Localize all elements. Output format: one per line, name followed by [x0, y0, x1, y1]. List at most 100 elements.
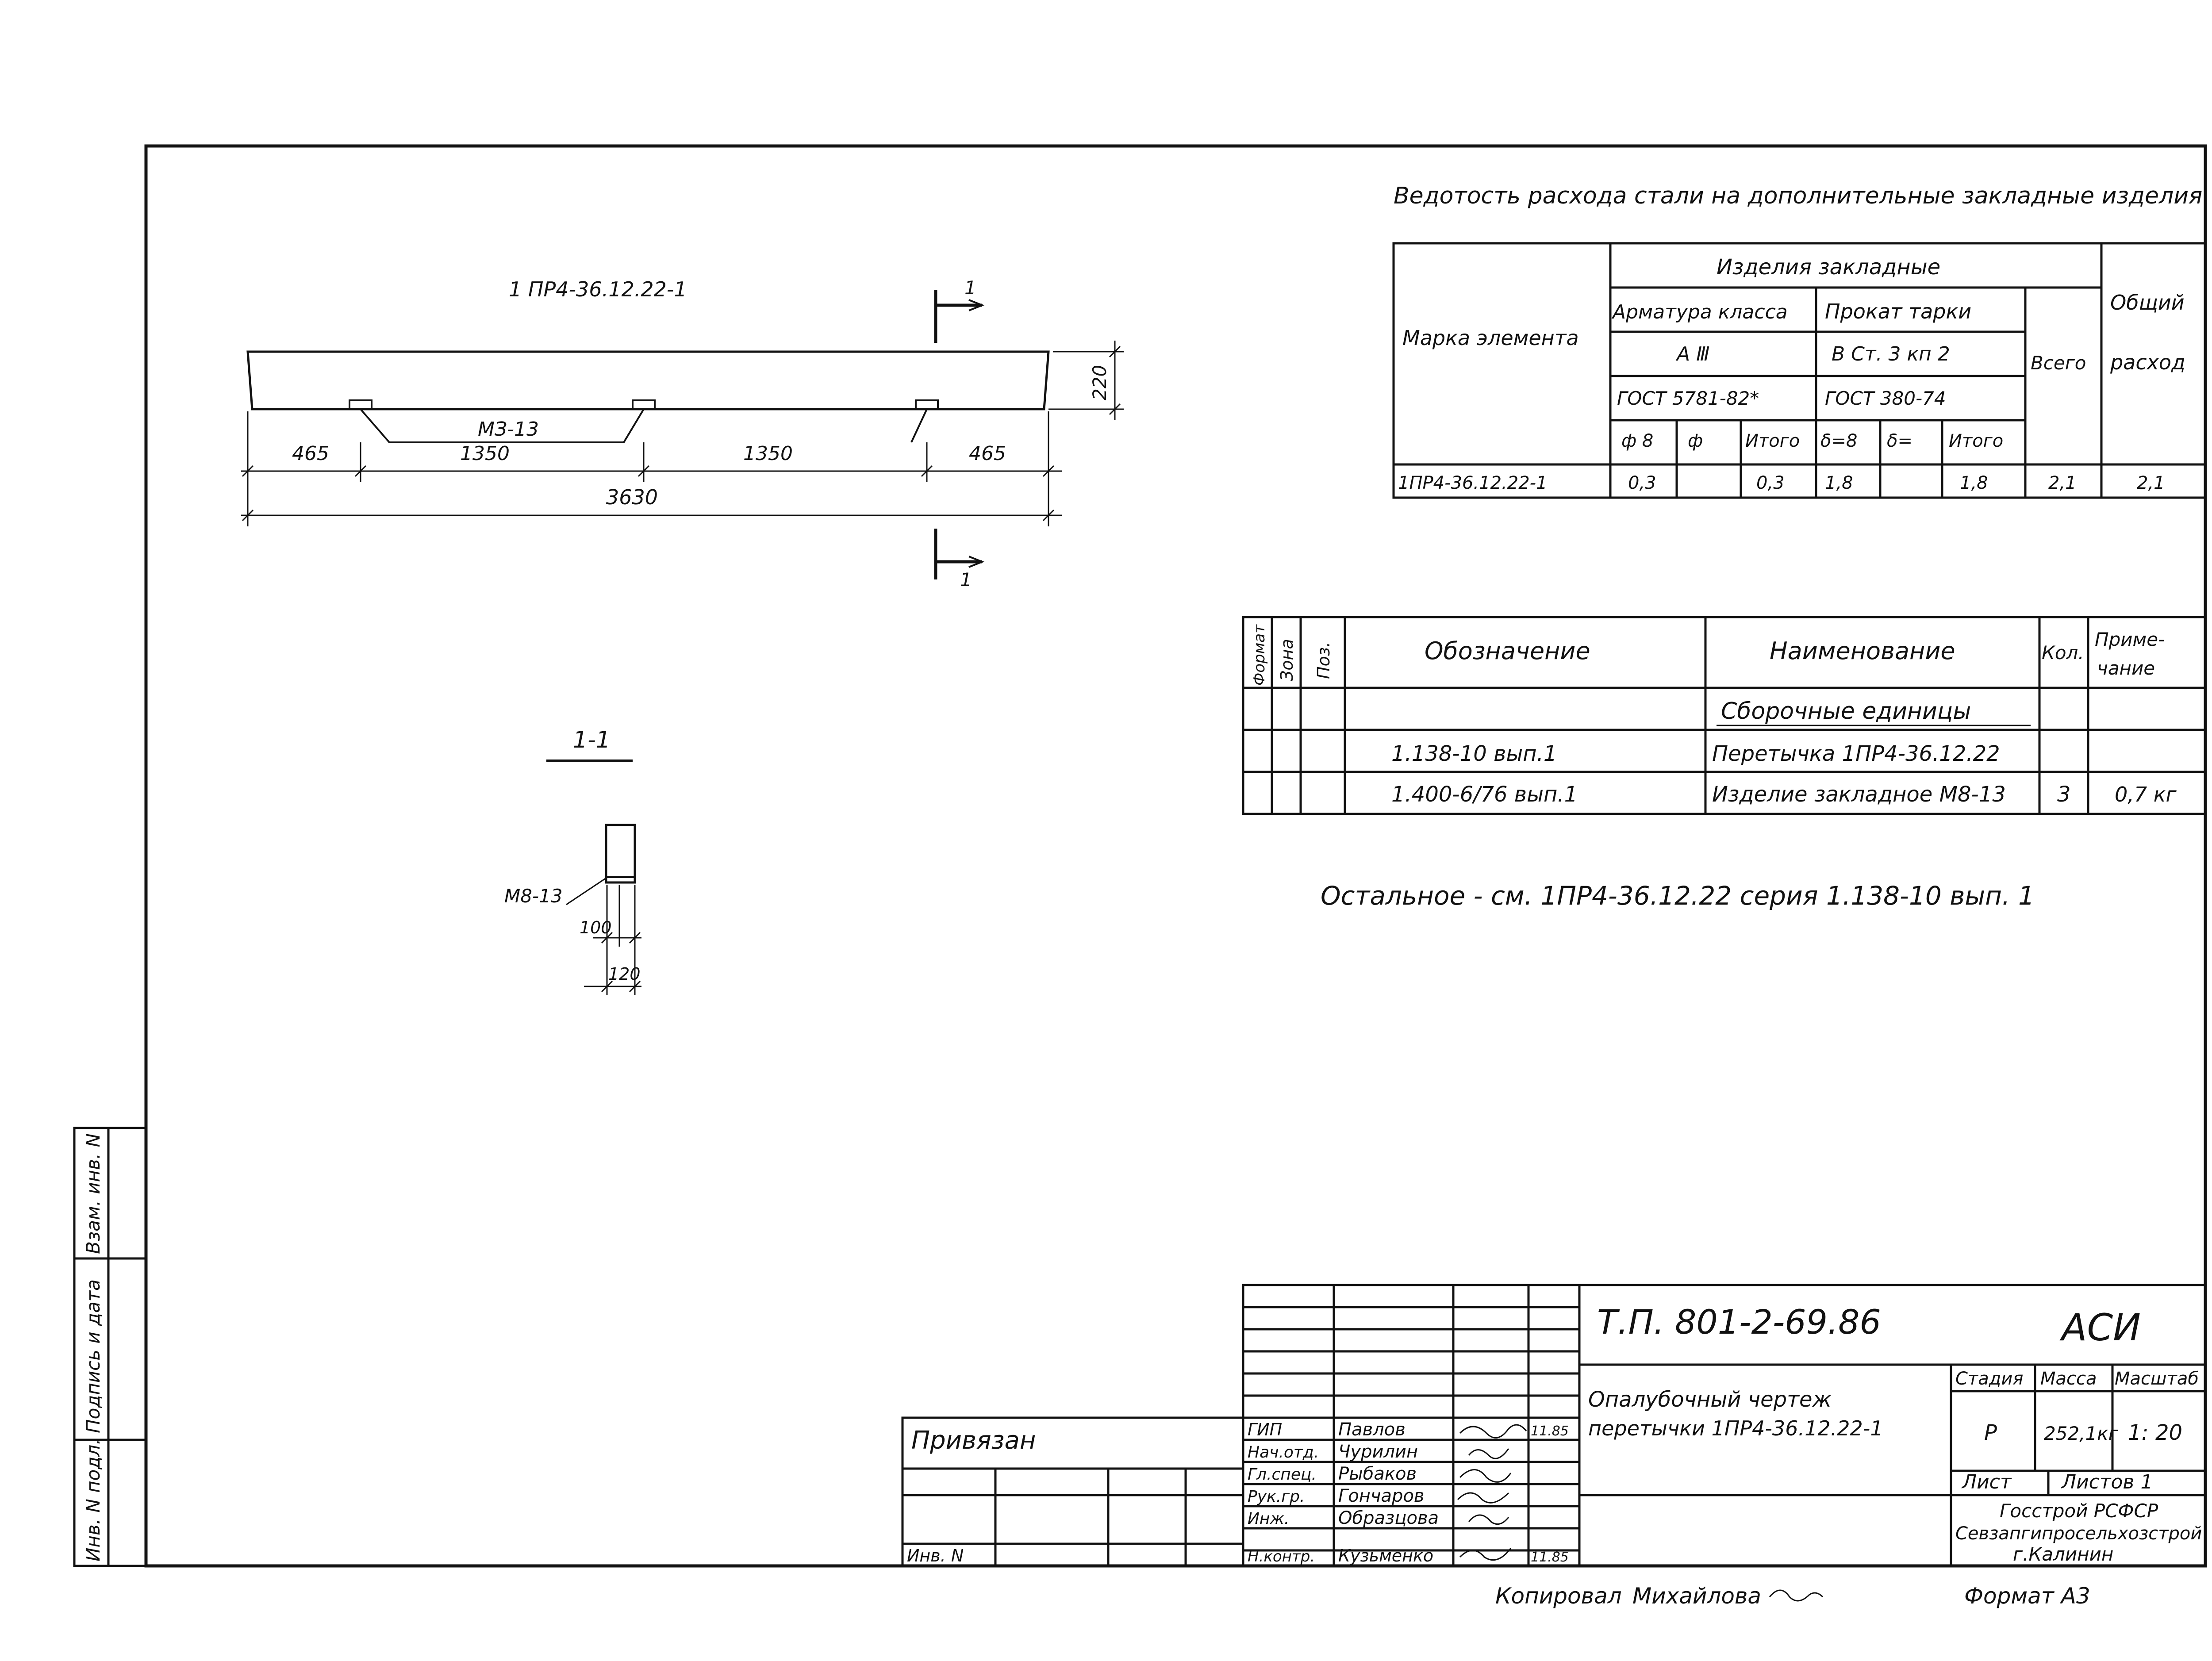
note: Остальное - см. 1ПР4-36.12.22 серия 1.13…	[1321, 881, 2035, 911]
h-obsh1: Общий	[2110, 291, 2185, 315]
doc-name-1: Опалубочный чертеж	[1588, 1387, 1832, 1412]
org-code: АСИ	[2059, 1306, 2141, 1349]
date-5: 11.85	[1531, 1550, 1569, 1565]
org-line-1: Госстрой РСФСР	[2000, 1500, 2158, 1522]
name-1: Чурилин	[1338, 1442, 1418, 1462]
spec-row3-oboz: 1.400-6/76 вып.1	[1391, 782, 1578, 807]
row-f8: 0,3	[1628, 473, 1656, 493]
section-cut-marks	[934, 290, 982, 579]
kopiroval: Копировал	[1495, 1583, 1622, 1609]
spec-row3-kol: 3	[2057, 782, 2071, 807]
name-4: Образцова	[1338, 1508, 1439, 1528]
h-massa: Масса	[2040, 1369, 2097, 1389]
spec-row1-naim: Сборочные единицы	[1721, 698, 1971, 725]
h-prim2: чание	[2097, 657, 2155, 679]
name-5: Кузьменко	[1338, 1546, 1433, 1565]
name-0: Павлов	[1338, 1419, 1406, 1440]
h-marka: Марка элемента	[1402, 326, 1579, 350]
listov-label: Листов 1	[2061, 1471, 2153, 1493]
h-vsego: Всего	[2031, 352, 2086, 374]
h-oboz: Обозначение	[1425, 637, 1590, 665]
kopir-name: Михайлова	[1632, 1583, 1761, 1609]
row-itogo1: 0,3	[1756, 473, 1785, 493]
cut-label-top: 1	[964, 277, 976, 299]
dim-465-left: 465	[292, 442, 329, 465]
role-2: Гл.спец.	[1248, 1465, 1317, 1484]
dim-120: 120	[608, 964, 641, 984]
beam-elevation: 1 ПР4-36.12.22-1 МЗ-13	[241, 277, 1124, 591]
side-inv-podl: Инв. N подл.	[82, 1439, 104, 1562]
row-itogo2: 1,8	[1960, 473, 1988, 493]
footer: Копировал Михайлова Формат А3	[1495, 1583, 2090, 1609]
role-3: Рук.гр.	[1248, 1488, 1305, 1506]
c-f: ф	[1688, 431, 1703, 451]
doc-name-2: перетычки 1ПР4-36.12.22-1	[1588, 1416, 1883, 1440]
h-poz: Поз.	[1314, 642, 1333, 679]
h-kol: Кол.	[2042, 642, 2084, 664]
h-obsh2: расход	[2110, 350, 2185, 374]
c-d: δ=	[1887, 431, 1912, 451]
row-mark: 1ПР4-36.12.22-1	[1398, 473, 1548, 493]
role-4: Инж.	[1248, 1510, 1289, 1528]
spec-row2-oboz: 1.138-10 вып.1	[1391, 741, 1557, 766]
c-itogo1: Итого	[1745, 431, 1800, 451]
kopir-signature	[1769, 1589, 1824, 1602]
embedded-plates	[349, 399, 939, 443]
signatures	[1457, 1424, 1527, 1561]
m8-label: М8-13	[504, 885, 563, 907]
org-line-2: Севзапгипросельхозстрой	[1955, 1523, 2202, 1544]
cut-label-bottom: 1	[960, 569, 972, 591]
h-prim1: Приме-	[2095, 629, 2165, 650]
h-arm: Арматура класса	[1611, 301, 1788, 323]
h-prokat: Прокат тарки	[1825, 299, 1971, 323]
h-a3: А Ⅲ	[1675, 343, 1709, 365]
org-line-3: г.Калинин	[2013, 1543, 2113, 1565]
mz-label: МЗ-13	[478, 418, 539, 441]
side-vzam: Взам. инв. N	[82, 1133, 104, 1254]
h-gost1: ГОСТ 5781-82*	[1617, 387, 1759, 409]
dim-1350-right: 1350	[743, 442, 793, 465]
name-2: Рыбаков	[1338, 1464, 1417, 1484]
dimension-lines	[241, 341, 1124, 526]
side-podpis: Подпись и дата	[82, 1279, 104, 1433]
dim-3630: 3630	[606, 485, 658, 509]
spec-row3-prim: 0,7 кг	[2115, 783, 2177, 806]
inv-n: Инв. N	[907, 1546, 964, 1565]
c-d8: δ=8	[1820, 431, 1857, 451]
list-label: Лист	[1961, 1471, 2012, 1493]
h-izd: Изделия закладные	[1717, 255, 1940, 280]
h-stadia: Стадия	[1955, 1369, 2023, 1389]
format: Формат А3	[1964, 1583, 2090, 1609]
privyazan: Привязан	[911, 1426, 1036, 1455]
c-itogo2: Итого	[1949, 431, 2003, 451]
dim-100: 100	[580, 918, 612, 937]
row-vsego: 2,1	[2048, 473, 2077, 493]
beam-label: 1 ПР4-36.12.22-1	[509, 277, 687, 301]
h-zona: Зона	[1277, 639, 1297, 681]
section-1-1: 1-1 М8-13 100 120	[504, 727, 641, 995]
h-masshtab: Масштаб	[2115, 1369, 2199, 1389]
h-vst: В Ст. 3 кп 2	[1832, 343, 1950, 365]
h-gost2: ГОСТ 380-74	[1825, 387, 1946, 409]
name-3: Гончаров	[1338, 1486, 1425, 1506]
stadia: Р	[1984, 1420, 1997, 1445]
tp-code: Т.П. 801-2-69.86	[1597, 1302, 1881, 1342]
section-title: 1-1	[573, 727, 611, 753]
dim-465-right: 465	[969, 442, 1006, 465]
role-1: Нач.отд.	[1248, 1443, 1319, 1462]
row-obsh: 2,1	[2137, 473, 2165, 493]
c-f8: ф 8	[1621, 431, 1653, 451]
h-naim: Наименование	[1770, 637, 1955, 665]
side-stamp: Инв. N подл. Подпись и дата Взам. инв. N	[73, 1127, 147, 1567]
row-d8: 1,8	[1825, 473, 1853, 493]
role-5: Н.контр.	[1248, 1548, 1315, 1565]
spec-row2-naim: Перетычка 1ПР4-36.12.22	[1712, 741, 2000, 766]
massa: 252,1кг	[2044, 1423, 2119, 1444]
steel-table: Ведотость расхода стали на дополнительны…	[1392, 183, 2207, 499]
title-block: Т.П. 801-2-69.86 АСИ Опалубочный чертеж …	[901, 1284, 2207, 1567]
spec-table: Формат Зона Поз. Обозначение Наименовани…	[1242, 616, 2207, 815]
role-0: ГИП	[1248, 1420, 1282, 1439]
dim-220: 220	[1089, 365, 1110, 400]
masshtab: 1: 20	[2128, 1420, 2182, 1445]
